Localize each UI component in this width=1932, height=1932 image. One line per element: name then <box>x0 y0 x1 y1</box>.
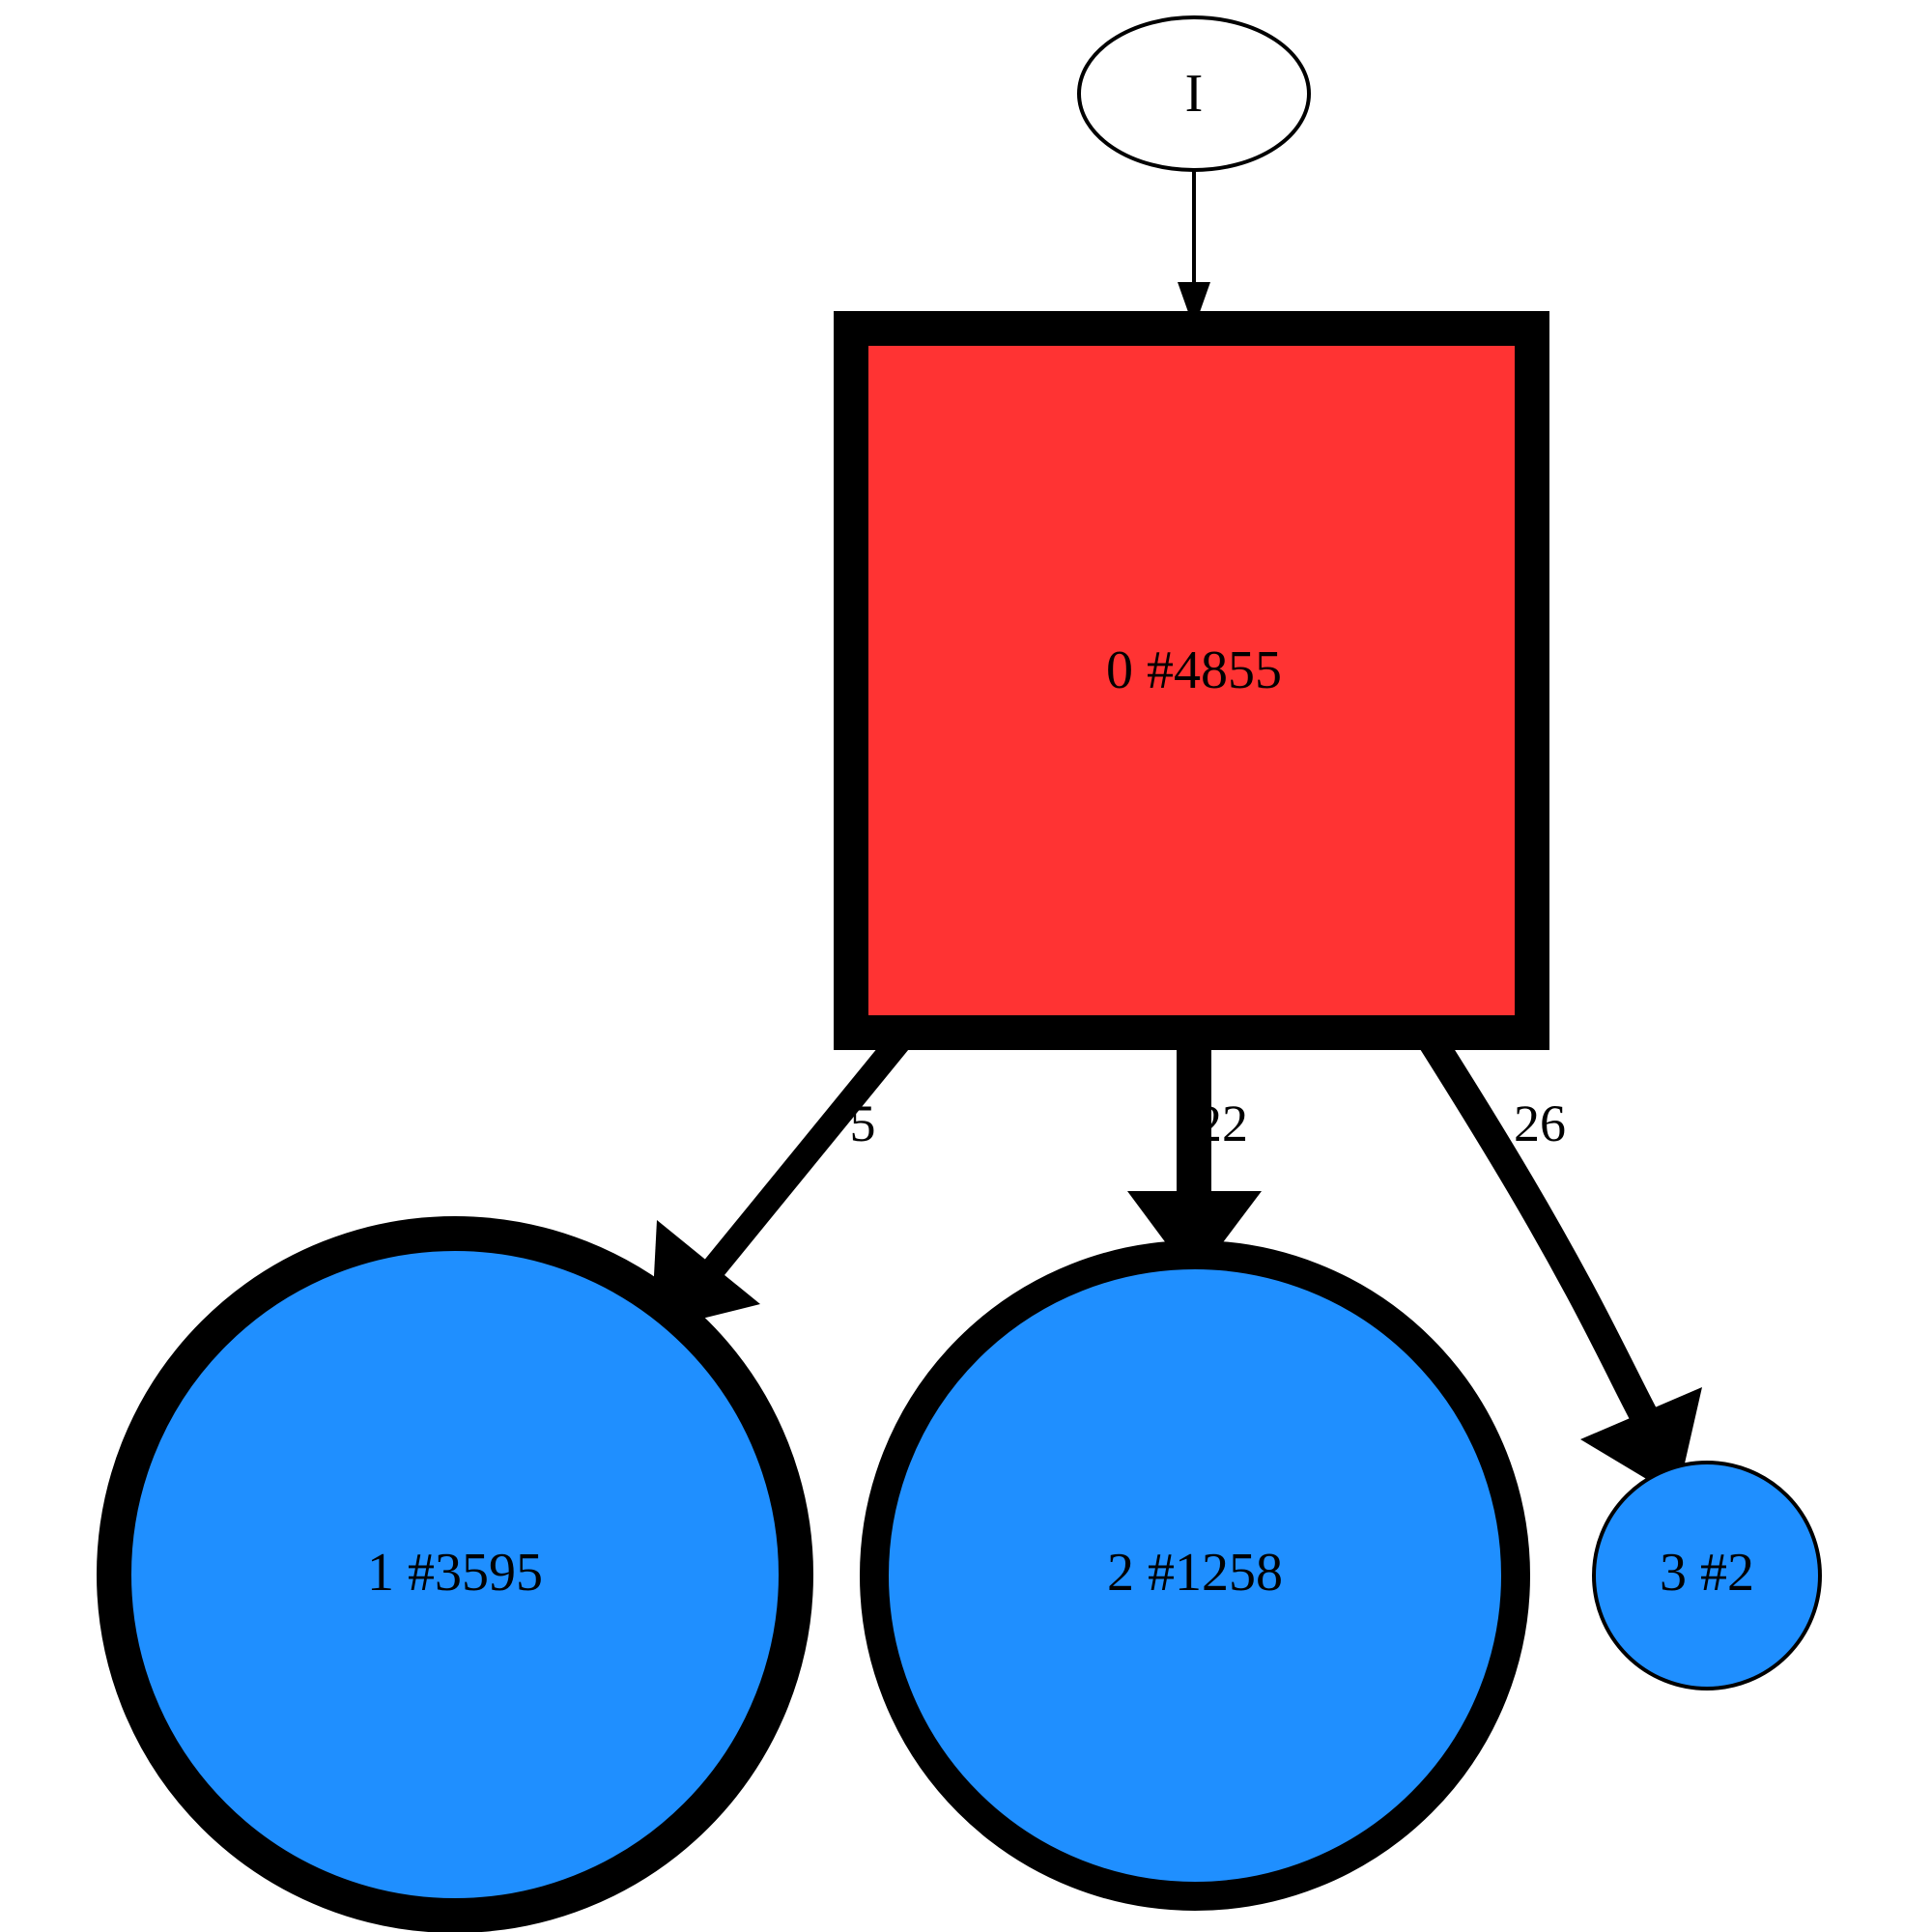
node-1: 1 #3595 <box>97 1216 813 1932</box>
edge-0-to-2-arrowhead <box>1127 1191 1262 1281</box>
node-3-shape <box>1592 1461 1822 1690</box>
node-0-shape <box>834 311 1549 1050</box>
node-1-label: 1 #3595 <box>367 1543 543 1603</box>
node-0: 0 #4855 <box>834 311 1549 1050</box>
edge-start-to-0-arrowhead <box>1178 282 1210 328</box>
edge-0-to-3-label: 26 <box>1514 1094 1566 1152</box>
edge-0-to-1: 5 <box>651 1024 917 1331</box>
edge-0-to-3-line <box>1414 1024 1664 1438</box>
node-1-shape <box>97 1216 813 1932</box>
edge-0-to-1-label: 5 <box>850 1094 876 1152</box>
node-2-shape <box>860 1240 1530 1911</box>
edge-0-to-2-label: 22 <box>1196 1094 1248 1152</box>
edge-start-to-0 <box>1178 170 1210 328</box>
edge-0-to-2: 22 <box>1127 1033 1262 1281</box>
node-3: 3 #2 <box>1592 1461 1822 1690</box>
start-node: I <box>1077 15 1311 172</box>
node-2-label: 2 #1258 <box>1107 1543 1283 1603</box>
edge-0-to-1-line <box>690 1024 917 1293</box>
node-2: 2 #1258 <box>860 1240 1530 1911</box>
node-0-label: 0 #4855 <box>1106 640 1282 700</box>
start-node-label: I <box>1185 64 1204 124</box>
node-3-label: 3 #2 <box>1660 1543 1754 1603</box>
